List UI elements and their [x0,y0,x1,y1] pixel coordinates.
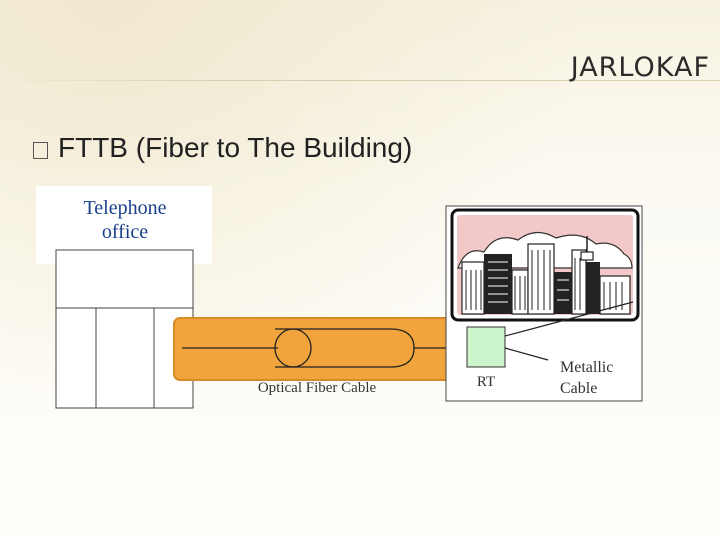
optical-fiber-band [173,317,465,381]
rt-box [466,326,506,368]
telephone-office-label-line1: Telephone [83,197,166,219]
metallic-cable-lines [504,301,634,361]
city-skyline-icon [457,231,633,315]
slide-title: JARLOKAF [570,52,710,83]
telephone-office-building [55,249,194,409]
optical-fiber-cable-label: Optical Fiber Cable [258,380,377,396]
rt-label: RT [477,374,495,390]
metallic-cable-label-line1: Metallic [560,359,613,376]
metallic-cable-label-line2: Cable [560,380,597,397]
bullet-text: FTTB (Fiber to The Building) [58,132,413,163]
bullet-box-icon [33,141,48,159]
telephone-office-label-line2: office [102,221,148,243]
bullet-item: FTTB (Fiber to The Building) [33,128,412,168]
title-divider [0,80,720,81]
